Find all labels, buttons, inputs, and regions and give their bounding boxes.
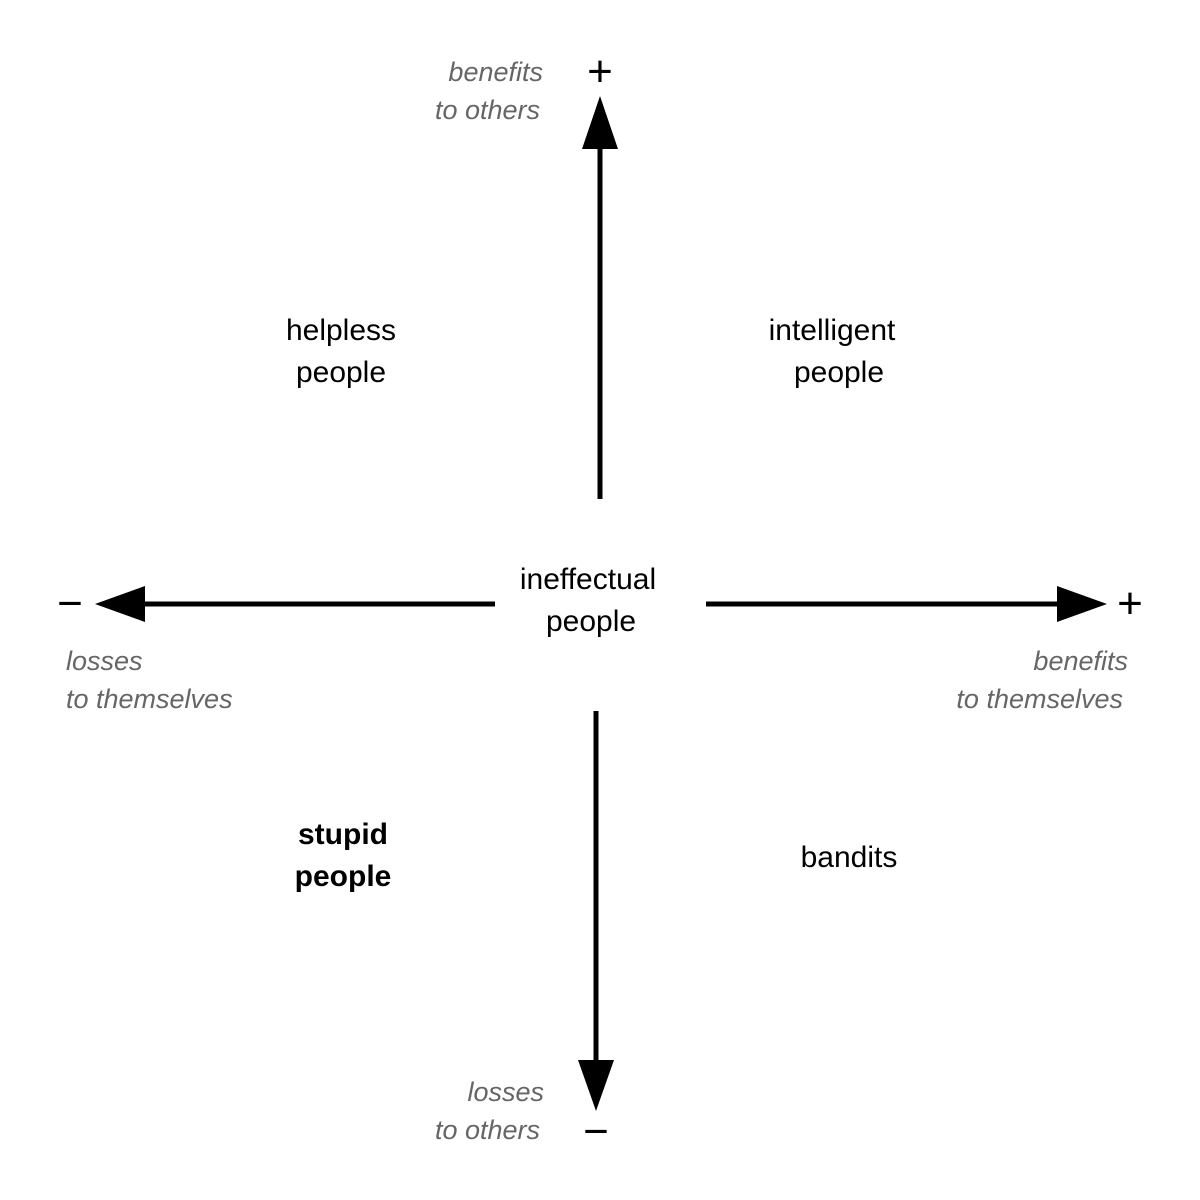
arrowhead-down [578, 1060, 614, 1111]
stupid-line-1: stupid [298, 818, 388, 851]
y-positive-sign: + [587, 47, 613, 96]
ineffectual-line-2: people [545, 605, 637, 638]
x-negative-sign: − [57, 579, 83, 628]
stupid-line-2: people [294, 860, 392, 893]
y-positive-label-2: to others [434, 95, 540, 125]
intelligent-line-2: people [793, 356, 885, 389]
quadrant-intelligent: intelligent people [769, 310, 896, 394]
helpless-line-1: helpless [285, 314, 397, 347]
quadrant-bandits: bandits [801, 837, 898, 879]
y-positive-label-1: benefits [448, 57, 543, 87]
x-positive-label-2: to themselves [956, 684, 1123, 714]
quadrant-stupid: stupid people [295, 814, 392, 898]
x-negative-label-2: to themselves [66, 684, 233, 714]
y-negative-label-1: losses [467, 1077, 544, 1107]
arrowhead-up [582, 96, 618, 149]
quadrant-helpless: helpless people [286, 310, 396, 394]
y-negative-sign: − [583, 1107, 609, 1156]
ineffectual-line-1: ineffectual [519, 563, 657, 596]
arrowhead-right [1057, 586, 1107, 622]
x-negative-label-1: losses [66, 646, 143, 676]
x-positive-sign: + [1117, 579, 1143, 628]
helpless-line-2: people [295, 356, 387, 389]
y-negative-label-2: to others [434, 1115, 540, 1145]
arrowhead-left [95, 586, 145, 622]
x-positive-label-1: benefits [1033, 646, 1128, 676]
center-ineffectual: ineffectual people [520, 559, 656, 643]
bandits-line-1: bandits [800, 841, 898, 874]
intelligent-line-1: intelligent [768, 314, 896, 347]
